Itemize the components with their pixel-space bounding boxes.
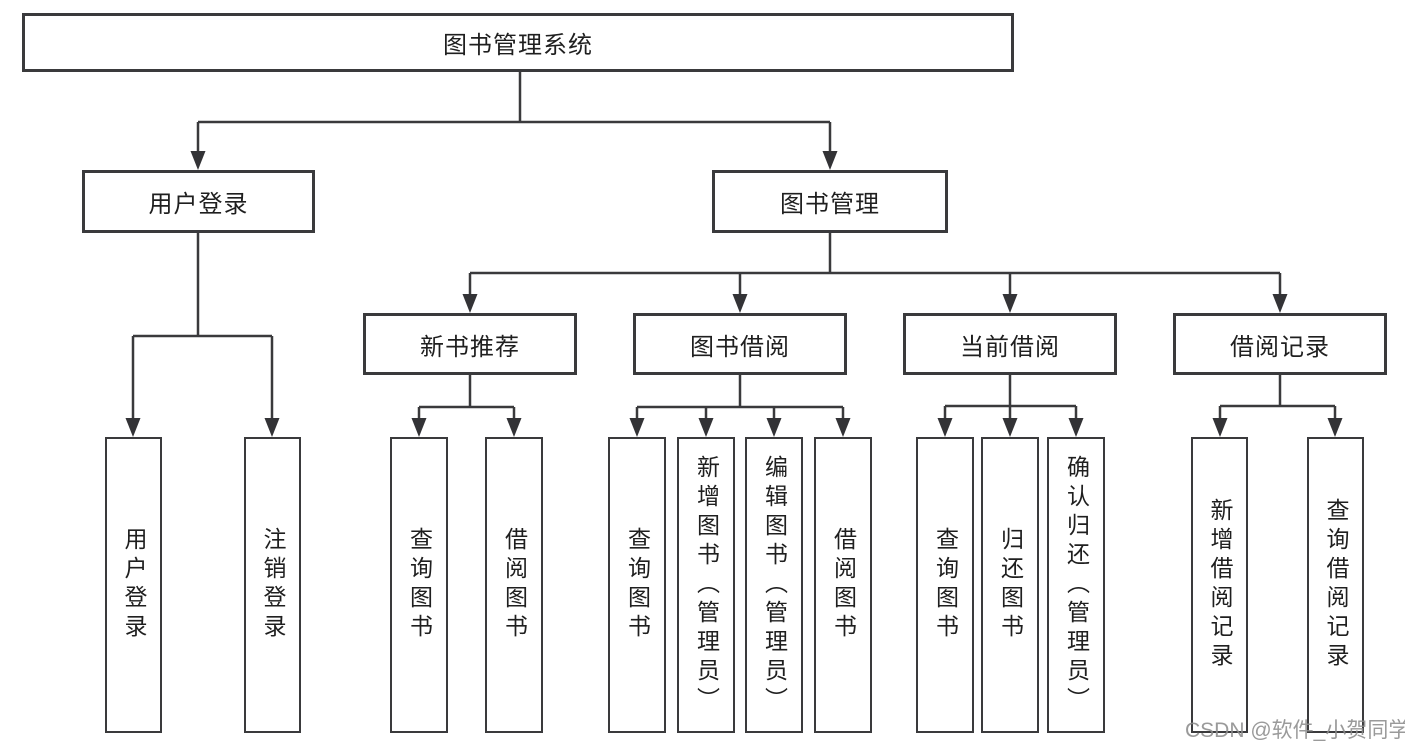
csdn-watermark: CSDN @软件_小贺同学: [1185, 719, 1405, 742]
node-book-management: 图书管理: [712, 170, 948, 233]
connector-borrow-record-children: [1212, 375, 1343, 437]
leaf-borrow-borrow-book: 借阅图书: [814, 437, 872, 733]
leaf-logout-login: 注销登录: [244, 437, 301, 733]
leaf-borrow-query-book: 查询图书: [608, 437, 666, 733]
node-current-borrow: 当前借阅: [903, 313, 1117, 375]
connector-new-book-recommend-children: [411, 375, 522, 437]
node-new-book-recommend: 新书推荐: [363, 313, 577, 375]
leaf-current-confirm-return-admin: 确认归还（管理员）: [1047, 437, 1105, 733]
leaf-record-add: 新增借阅记录: [1191, 437, 1248, 733]
node-user-login: 用户登录: [82, 170, 315, 233]
leaf-current-query-book: 查询图书: [916, 437, 974, 733]
connector-book-borrow-children: [629, 375, 851, 437]
leaf-record-query: 查询借阅记录: [1307, 437, 1364, 733]
connector-user-login-children: [125, 233, 280, 437]
leaf-recommend-borrow-book: 借阅图书: [485, 437, 543, 733]
node-book-borrow: 图书借阅: [633, 313, 847, 375]
connector-root-to-level2: [190, 72, 838, 170]
leaf-borrow-add-book-admin: 新增图书（管理员）: [677, 437, 735, 733]
connector-book-management-children: [462, 233, 1288, 313]
connector-current-borrow-children: [937, 375, 1084, 437]
node-borrow-record: 借阅记录: [1173, 313, 1387, 375]
node-root: 图书管理系统: [22, 13, 1014, 72]
leaf-recommend-query-book: 查询图书: [390, 437, 448, 733]
leaf-borrow-edit-book-admin: 编辑图书（管理员）: [745, 437, 803, 733]
leaf-current-return-book: 归还图书: [981, 437, 1039, 733]
leaf-user-login: 用户登录: [105, 437, 162, 733]
